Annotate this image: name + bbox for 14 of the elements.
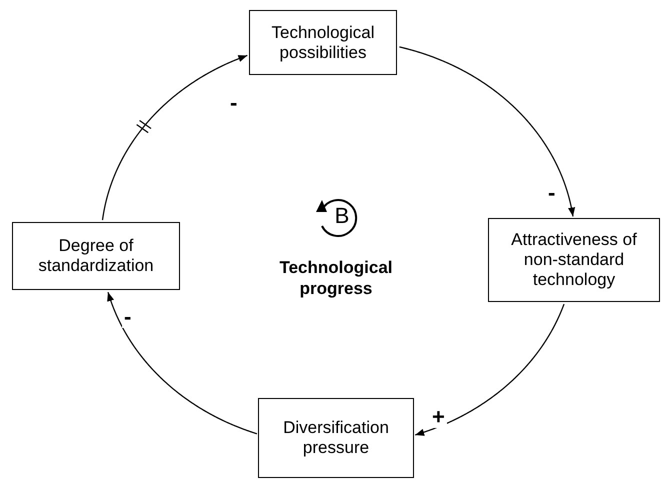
arrow [399, 46, 576, 217]
arrow [102, 54, 248, 220]
variable-name: Attractiveness of non-standard technology [510, 230, 638, 290]
variable-box [258, 398, 414, 478]
variable-name: Diversification pressure [282, 418, 390, 458]
variable-name: Degree of standardization [37, 236, 155, 276]
variable-box [488, 218, 660, 302]
variable-box [249, 10, 397, 75]
loop-type-letter: B [334, 205, 350, 226]
loop-name: Technological progress [278, 257, 394, 299]
variable-box [12, 222, 180, 290]
arrow [107, 292, 258, 434]
arrow [414, 304, 565, 436]
variable-name: Technological possibilities [270, 22, 376, 62]
